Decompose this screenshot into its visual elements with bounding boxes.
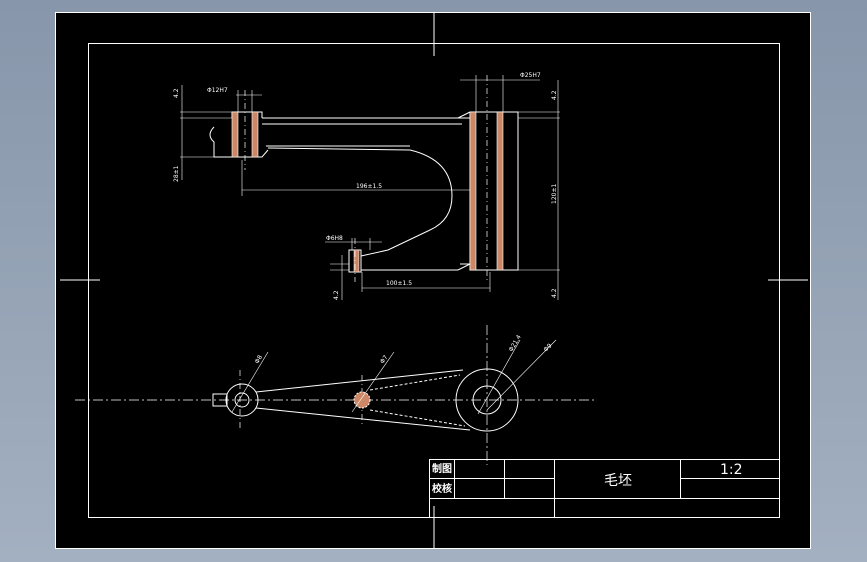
plan-mid-hole <box>353 391 371 409</box>
front-view <box>180 75 560 300</box>
left-boss-hatch-a <box>231 111 239 158</box>
front-dimensions: 4.2 Φ12H7 28±1 Φ25H7 4.2 196±1.5 120±1 Φ… <box>173 72 558 300</box>
dim-height-left-top: 4.2 <box>173 88 180 98</box>
title-checked-label: 校核 <box>432 482 452 495</box>
left-boss-hatch-b <box>251 111 259 158</box>
dim-plan-small: Φ8 <box>254 354 264 365</box>
plan-big-boss-outer <box>455 368 519 432</box>
dim-right-boss-height: 120±1 <box>551 184 558 204</box>
plan-big-boss-bore <box>472 385 502 415</box>
plan-left-boss-outer <box>225 383 259 417</box>
dim-bore-right-top: Φ25H7 <box>520 72 541 79</box>
dim-span-top: 196±1.5 <box>356 183 382 190</box>
dim-plan-mid: Φ7 <box>379 354 390 365</box>
sheet-outer-border <box>55 12 811 549</box>
plan-view <box>75 325 595 465</box>
title-part-name: 毛坯 <box>604 473 632 489</box>
dim-span-bottom: 100±1.5 <box>386 280 412 287</box>
dim-height-right-bottom: 4.2 <box>551 288 558 298</box>
dim-height-right-top: 4.2 <box>551 90 558 100</box>
right-boss-hatch-left <box>469 111 477 271</box>
title-scale: 1:2 <box>720 462 743 478</box>
centering-marks <box>60 13 808 548</box>
plan-left-boss-bore <box>234 392 250 408</box>
dim-bore-bottom-left: Φ6H8 <box>326 235 343 242</box>
dim-plan-outer: Φ9 <box>542 342 553 353</box>
dim-bore-left-top: Φ12H7 <box>207 87 228 94</box>
drawing-sheet <box>56 13 810 548</box>
right-boss-hatch-right <box>496 111 504 271</box>
dim-left-boss-height: 28±1 <box>173 165 180 182</box>
left-boss-body <box>209 126 269 158</box>
title-block <box>429 459 780 518</box>
dim-height-left-bottom: 4.2 <box>333 290 340 300</box>
title-drawn-label: 制图 <box>432 462 452 475</box>
